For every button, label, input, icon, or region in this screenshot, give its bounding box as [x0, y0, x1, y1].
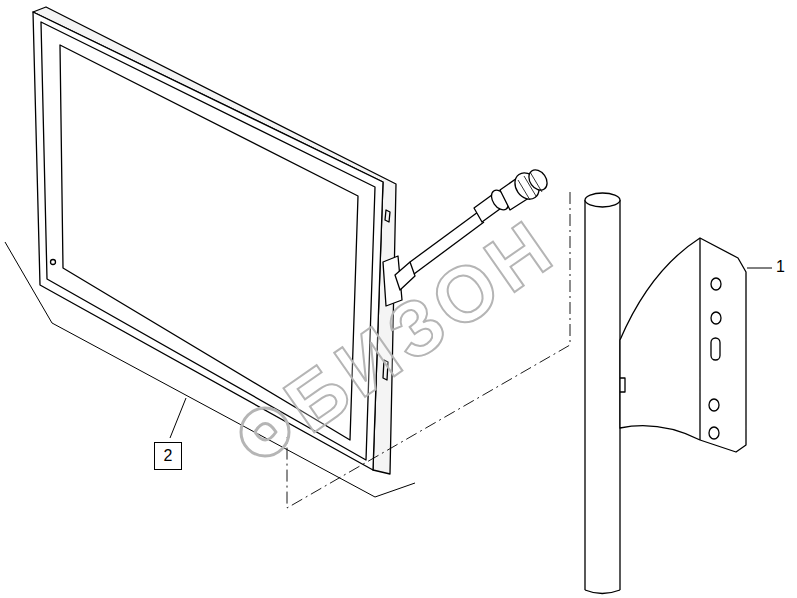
bracket-slot: [711, 338, 720, 360]
bracket: [620, 238, 746, 452]
watermark-logo: [241, 408, 289, 456]
watermark-logo: [255, 424, 276, 441]
pole-end: [585, 590, 620, 594]
leader-line: [170, 398, 186, 438]
pole-end: [585, 193, 620, 207]
bracket-hole: [711, 312, 721, 324]
pole: [585, 200, 620, 590]
connector-ribs: [518, 172, 542, 200]
leader-line: [747, 268, 772, 269]
button: [385, 210, 390, 222]
callout-box: 2: [154, 442, 182, 470]
bracket-hole: [711, 278, 721, 290]
callout-number: 1: [776, 258, 785, 276]
callout-number: 2: [164, 447, 173, 465]
bracket-hole: [709, 427, 719, 439]
bracket-hole: [709, 399, 719, 411]
led: [51, 260, 56, 265]
bracket-edge: [620, 238, 700, 440]
connector: [525, 166, 551, 193]
